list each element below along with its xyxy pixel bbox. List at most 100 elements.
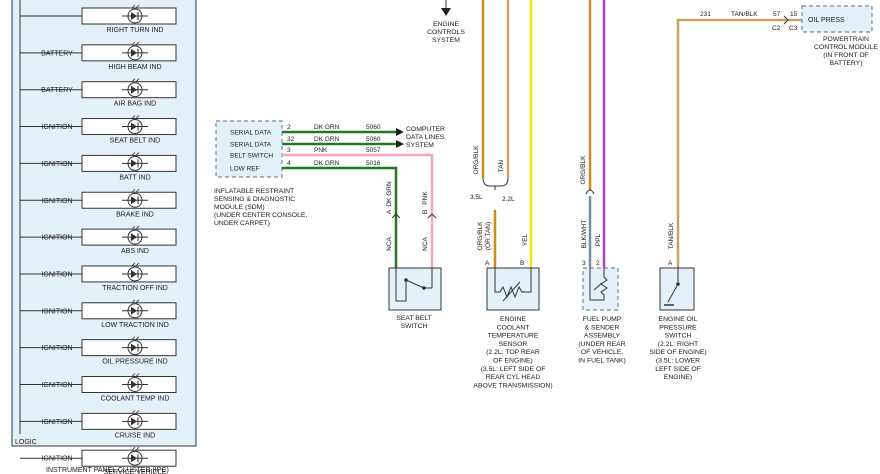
oil-caption-line: SIDE OF ENGINE) [649, 349, 706, 356]
seat-belt-wire-a-color: DK GRN [386, 181, 393, 207]
ect-caption-line: (3.5L: LEFT SIDE OF [481, 366, 546, 373]
fuel-caption-line: FUEL PUMP [583, 316, 622, 323]
led-indicator-icon [122, 115, 148, 135]
seat-belt-blade [405, 279, 425, 289]
led-indicator-icon [122, 4, 148, 24]
ipc-indicator-label: OIL PRESSURE IND [102, 359, 167, 366]
ipc-indicator-label: BATT IND [119, 174, 150, 181]
ect-wire-a-color: ORG/BLK(OR TAN) [477, 221, 492, 251]
seat-belt-connector-a [391, 213, 401, 219]
fuel-pin-3: 3 [582, 260, 586, 267]
ect-caption-line: SENSOR [499, 341, 528, 348]
seat-belt-nca-b: NCA [422, 236, 429, 250]
fuel-caption-line: & SENDER [585, 324, 620, 331]
fuel-sender-resistor [589, 268, 608, 301]
ipc-power-source: IGNITION [41, 456, 72, 463]
ipc-indicator-label: ABS IND [121, 248, 149, 255]
sdm-circuit-number: 5057 [366, 147, 381, 154]
led-indicator-icon [122, 225, 148, 245]
oil-circuit-number: 231 [700, 11, 711, 18]
oil-conn-c2: C2 [772, 25, 781, 32]
oil-caption-line: (2.2L: RIGHT [658, 341, 698, 348]
computer-data-lines-line: SYSTEM [406, 142, 434, 149]
oil-conn-c3: C3 [789, 25, 798, 32]
fuel-pump-sender: ORG/BLK BLK/WHT PPL 3 2 FUEL PUMP& SENDE… [578, 0, 626, 365]
ipc-indicator-label: COOLANT TEMP IND [101, 396, 170, 403]
ipc-power-source: BATTERY [41, 50, 73, 57]
ipc-power-source: IGNITION [41, 308, 72, 315]
fuel-wire-3-color: BLK/WHT [581, 220, 588, 249]
sdm-pin-label: LOW REF [230, 166, 260, 173]
sdm-circuit-number: 5060 [366, 136, 381, 143]
ect-upper-right-color: TAN [498, 159, 505, 172]
engine-controls-caption-line: ENGINE [433, 21, 460, 28]
ipc-logic-label: LOGIC [15, 439, 37, 446]
engine-controls-caption-line: CONTROLS [427, 29, 465, 36]
sdm-box [215, 120, 283, 178]
fuel-sender-box [582, 267, 619, 311]
ipc-indicator-label: BRAKE IND [116, 211, 154, 218]
engine-controls-caption-line: SYSTEM [432, 37, 460, 44]
sdm-caption-line: SENSING & DIAGNOSTIC [214, 196, 295, 203]
ect-thermistor-arrow [502, 281, 521, 302]
fuel-sender-wiper [593, 282, 603, 291]
fuel-caption-line: IN FUEL TANK) [578, 358, 625, 365]
sdm-caption-line: MODULE (SDM) [214, 204, 265, 211]
sdm-pin-number: 3 [287, 147, 291, 154]
ect-pin-a: A [485, 260, 490, 267]
ect-caption-line: TEMPERATURE [488, 333, 539, 340]
data-arrow-2 [396, 140, 404, 148]
sdm-wire-color: DK GRN [314, 136, 340, 143]
fuel-connector-upper [585, 189, 595, 195]
led-indicator-icon [122, 410, 148, 429]
seat-belt-nca-a: NCA [386, 236, 393, 250]
ipc-power-source: BATTERY [41, 87, 73, 94]
ect-pin-b: B [520, 260, 524, 267]
sdm-pin-label: SERIAL DATA [230, 142, 272, 149]
seat-belt-internal-2 [396, 280, 407, 302]
sdm-pin-number: 4 [287, 160, 291, 167]
oil-caption-line: PRESSURE [659, 324, 697, 331]
oil-connector-c2 [783, 15, 789, 25]
sdm-circuit-number: 5016 [366, 160, 381, 167]
pcm-box [801, 5, 873, 33]
data-arrow-1 [396, 128, 404, 136]
seat-belt-caption-line: SEAT BELT [396, 315, 432, 322]
led-indicator-icon [122, 299, 148, 319]
led-indicator-icon [122, 262, 148, 282]
ect-caption-line: OF ENGINE) [493, 358, 533, 365]
fuel-caption-line: (UNDER REAR [578, 341, 625, 348]
led-indicator-icon [122, 41, 148, 61]
computer-data-lines-line: COMPUTER [406, 126, 445, 133]
ect-caption-line: ABOVE TRANSMISSION) [473, 382, 552, 389]
led-indicator-icon [122, 373, 148, 392]
oil-pin-57: 57 [773, 11, 781, 18]
ect-thermistor [494, 268, 532, 299]
oil-caption-line: LEFT SIDE OF [655, 366, 701, 373]
oil-pressure-wire [676, 18, 802, 268]
oil-caption-line: (3.5L: LOWER [656, 358, 700, 365]
seat-belt-wire-b-color: PNK [422, 191, 429, 205]
pcm-oil-press-label: OIL PRESS [808, 17, 845, 24]
ipc-indicator-label: AIR BAG IND [114, 101, 156, 108]
ipc-title: INSTRUMENT PANEL CLUSTER (IPC) [46, 467, 169, 474]
fuel-caption-line: OF VEHICLE, [581, 349, 623, 356]
sdm-wire-color: DK GRN [314, 124, 340, 131]
oil-caption-line: SWITCH [665, 333, 692, 340]
sdm-caption-line: INFLATABLE RESTRAINT [214, 188, 294, 195]
